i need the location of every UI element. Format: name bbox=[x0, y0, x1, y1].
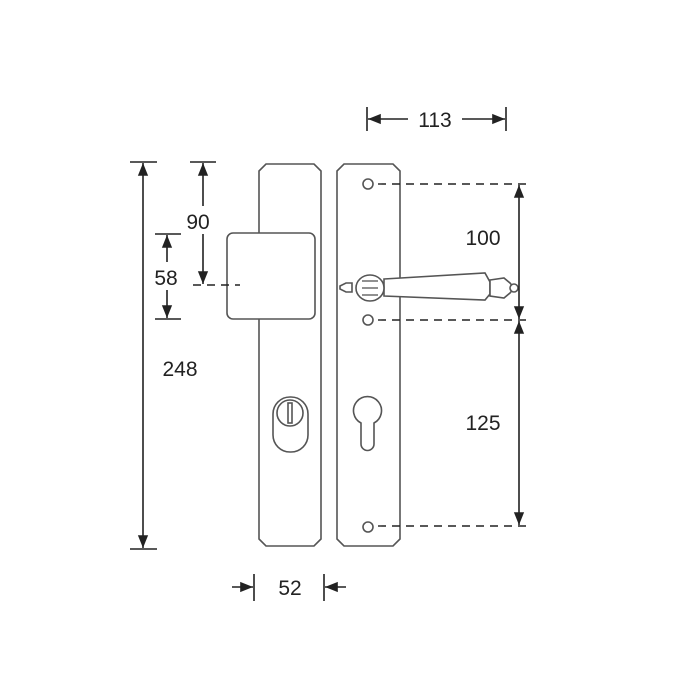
dim-label-100: 100 bbox=[465, 227, 500, 250]
dimension-113: 113 bbox=[366, 104, 507, 132]
dimension-248: 248 bbox=[130, 161, 208, 550]
lever-handle bbox=[339, 272, 519, 302]
dim-label-58: 58 bbox=[154, 267, 177, 290]
lever-plate bbox=[336, 163, 519, 547]
screw-hole-top bbox=[362, 178, 374, 190]
screw-hole-bottom bbox=[362, 521, 374, 533]
dimension-90: 90 bbox=[183, 161, 240, 286]
dim-label-52: 52 bbox=[278, 577, 301, 600]
key-slot bbox=[287, 402, 293, 424]
dimension-100-125: 100 125 bbox=[378, 183, 530, 527]
dimension-58: 58 bbox=[150, 233, 182, 320]
dim-label-125: 125 bbox=[465, 412, 500, 435]
keyhole bbox=[352, 395, 383, 452]
dim-label-90: 90 bbox=[186, 211, 209, 234]
dim-label-113: 113 bbox=[418, 109, 451, 132]
dimension-52: 52 bbox=[232, 574, 346, 601]
knob-plate bbox=[226, 163, 322, 547]
knob bbox=[226, 232, 316, 320]
screw-hole-middle bbox=[362, 314, 374, 326]
dim-label-248: 248 bbox=[162, 358, 197, 381]
